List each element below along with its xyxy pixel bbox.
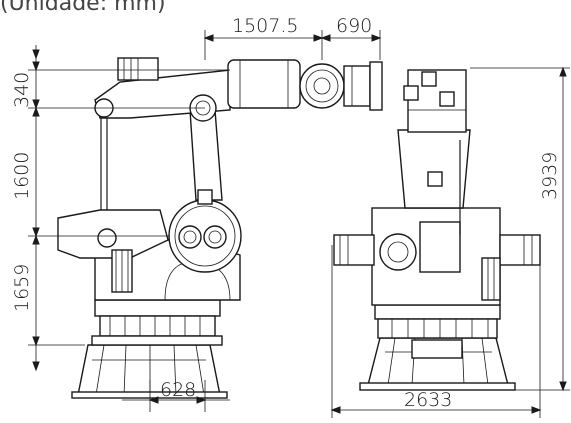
side-tool-flange bbox=[369, 61, 383, 111]
unit-label: (Unidade: mm) bbox=[0, 0, 166, 16]
front-turntable bbox=[374, 304, 501, 320]
front-left-counterweight bbox=[333, 234, 375, 266]
front-base-window bbox=[411, 339, 463, 359]
side-joint-2-small bbox=[97, 228, 117, 248]
front-motor bbox=[481, 257, 501, 301]
dim-base-height: 1659 bbox=[11, 264, 33, 312]
dimension-lines bbox=[28, 30, 570, 418]
side-shoulder-motor-a bbox=[178, 225, 202, 249]
side-base-plate bbox=[71, 391, 228, 399]
side-wrist-flange bbox=[343, 65, 371, 107]
side-view bbox=[57, 57, 383, 399]
dim-reach-a: 1507.5 bbox=[232, 15, 298, 37]
front-joint bbox=[379, 233, 417, 271]
front-right-counterweight bbox=[499, 234, 541, 266]
side-forearm bbox=[227, 59, 301, 109]
dim-base-offset: 628 bbox=[160, 379, 196, 401]
side-base-pedestal bbox=[77, 344, 221, 396]
dim-total-width: 2633 bbox=[404, 389, 452, 411]
front-top-housing bbox=[407, 69, 467, 133]
side-wrist bbox=[299, 63, 345, 109]
side-lower-arm bbox=[189, 109, 223, 201]
dim-total-height: 3939 bbox=[539, 152, 561, 200]
side-turntable bbox=[94, 299, 221, 317]
dim-reach-b: 690 bbox=[336, 15, 372, 37]
front-arm bbox=[397, 129, 471, 209]
dim-arm-offset: 340 bbox=[11, 72, 33, 108]
dim-arm-length: 1600 bbox=[11, 152, 33, 200]
side-shoulder-motor-b bbox=[203, 225, 227, 249]
front-view bbox=[333, 69, 541, 391]
